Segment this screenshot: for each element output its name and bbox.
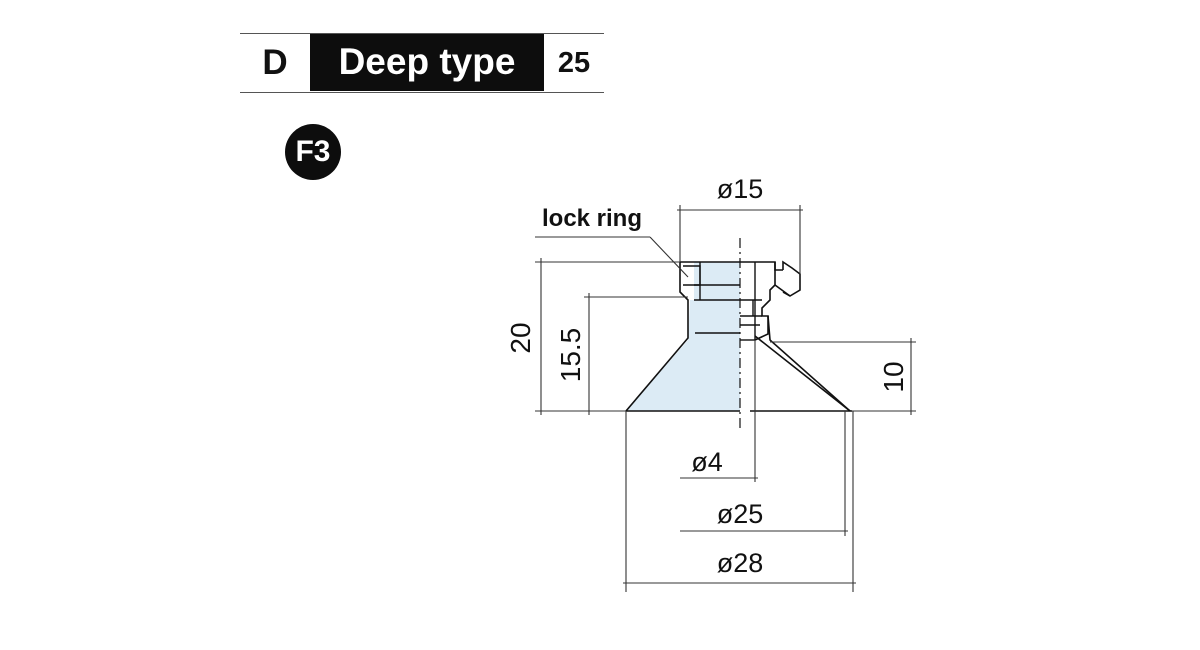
- series-code: D: [262, 43, 288, 82]
- type-name: Deep type: [310, 34, 544, 91]
- dim-height-total-label: 20: [505, 322, 536, 353]
- dim-skirt-height-label: 10: [878, 361, 909, 392]
- dim-height-partial: [584, 293, 688, 415]
- variant-badge: F3: [285, 124, 341, 180]
- callout-leader: [649, 236, 689, 278]
- callout-label: lock ring: [542, 205, 642, 232]
- dim-inner-diameter: [680, 411, 848, 536]
- dim-inner-diameter-label: ø25: [717, 499, 764, 529]
- dim-outer-diameter-label: ø28: [717, 548, 764, 578]
- dim-skirt-height: [770, 338, 916, 415]
- title-bar: D Deep type 25: [240, 33, 604, 93]
- lock-ring: [683, 262, 762, 341]
- dim-bore-label: ø4: [691, 447, 723, 477]
- size-label: 25: [557, 47, 591, 79]
- dim-top-diameter-label: ø15: [717, 174, 764, 204]
- cup-outline: [625, 260, 852, 412]
- dim-bore: [680, 340, 758, 482]
- dim-height-partial-label: 15.5: [555, 328, 586, 383]
- dim-outer-diameter: [623, 411, 856, 592]
- dim-height-total: [535, 258, 680, 415]
- dim-top-diameter: [677, 205, 803, 274]
- cup-body-section: [626, 262, 740, 411]
